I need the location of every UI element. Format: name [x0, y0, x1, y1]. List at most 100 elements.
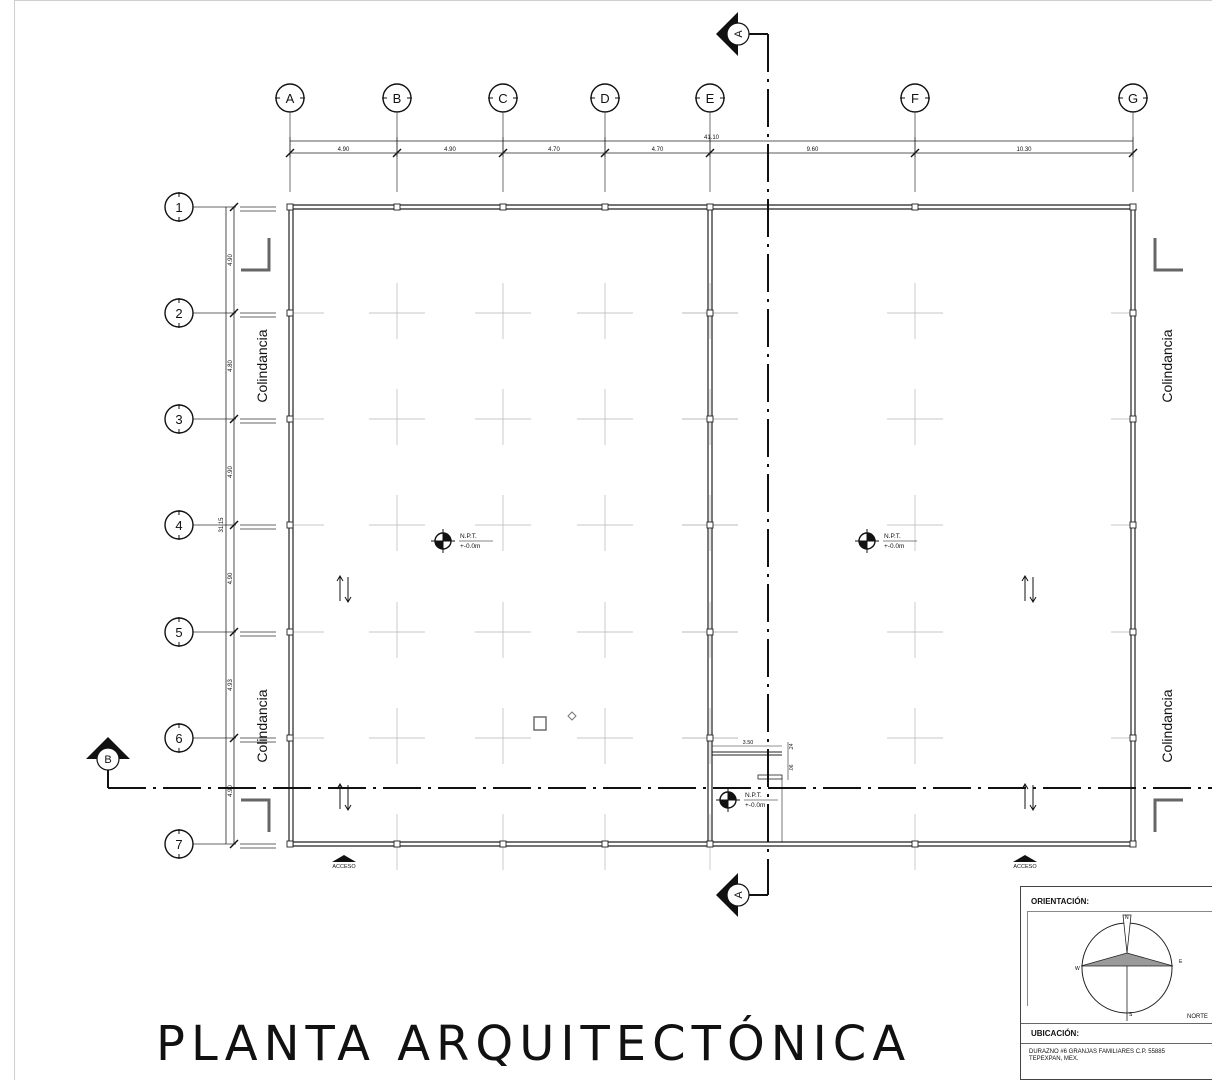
- location-label: UBICACIÓN:: [1031, 1029, 1079, 1038]
- row-dimension-label: 4.80: [228, 360, 234, 372]
- row-dimension-label: 4.90: [228, 254, 234, 266]
- span-dimension-label: 4.90: [444, 147, 456, 153]
- fixture-square: [533, 716, 547, 731]
- circulation-arrow-icon: [344, 577, 352, 603]
- column-axis-label: G: [1128, 91, 1138, 106]
- section-label-b: B: [104, 754, 111, 766]
- column-post: [286, 734, 294, 742]
- circulation-arrow-icon: [1021, 783, 1029, 809]
- dimension-tick: [229, 733, 239, 743]
- row-axis-label: 7: [175, 837, 182, 852]
- address-line-1: DURAZNO #6 GRANJAS FAMILIARES C.P. 55885: [1029, 1049, 1165, 1055]
- address-line-2: TEPEXPAN, MEX.: [1029, 1056, 1079, 1062]
- title-block-divider: [1021, 1043, 1212, 1044]
- column-axis-label: C: [498, 91, 507, 106]
- overall-dimension-label: 31.15: [219, 517, 225, 533]
- boundary-label: Colindancia: [254, 689, 270, 762]
- level-label: N.P.T.: [884, 533, 901, 540]
- row-dimension-label: 4.90: [228, 572, 234, 584]
- dimension-tick: [229, 308, 239, 318]
- column-post: [286, 628, 294, 636]
- boundary-label: Colindancia: [1159, 329, 1175, 402]
- small-dimension-label: 3.50: [743, 740, 754, 746]
- corner-mark: [1153, 238, 1183, 272]
- compass-w-label: W: [1075, 966, 1080, 972]
- small-dimension-label: .24: [789, 743, 795, 750]
- corner-mark: [241, 798, 271, 832]
- level-marker-icon: [867, 533, 875, 541]
- level-value: +-0.0m: [460, 543, 480, 550]
- column-post: [911, 203, 919, 211]
- column-post: [706, 840, 714, 848]
- column-post: [499, 203, 507, 211]
- dimension-tick: [229, 520, 239, 530]
- column-post: [286, 521, 294, 529]
- column-post: [706, 734, 714, 742]
- column-post: [601, 203, 609, 211]
- column-post: [706, 521, 714, 529]
- column-axis-label: F: [911, 91, 919, 106]
- column-post: [499, 840, 507, 848]
- span-dimension-label: 9.60: [807, 147, 819, 153]
- drawing-title: PLANTA ARQUITECTÓNICA: [156, 1016, 912, 1072]
- section-label-a: A: [733, 891, 745, 899]
- column-post: [706, 309, 714, 317]
- span-dimension-label: 4.90: [338, 147, 350, 153]
- access-arrow-icon: [1013, 855, 1037, 862]
- column-post: [706, 415, 714, 423]
- annotations: ColindanciaColindanciaColindanciaColinda…: [241, 238, 1183, 870]
- section-bubble: [726, 22, 750, 46]
- access-label: ACCESO: [1013, 864, 1037, 870]
- column-post: [393, 203, 401, 211]
- level-value: +-0.0m: [745, 802, 765, 809]
- column-post: [1129, 309, 1137, 317]
- boundary-label: Colindancia: [1159, 689, 1175, 762]
- column-post: [286, 415, 294, 423]
- column-post: [286, 309, 294, 317]
- row-axis-label: 3: [175, 412, 182, 427]
- dimension-tick: [229, 414, 239, 424]
- small-dimension-label: .06: [789, 764, 795, 771]
- orientation-label: ORIENTACIÓN:: [1031, 897, 1090, 906]
- level-marker-icon: [435, 541, 443, 549]
- row-axis-label: 2: [175, 306, 182, 321]
- row-dimension-label: 4.90: [228, 785, 234, 797]
- level-marker-icon: [443, 533, 451, 541]
- fixture-diamond: [567, 711, 577, 721]
- row-dimension-label: 4.93: [228, 679, 234, 691]
- column-post: [1129, 628, 1137, 636]
- level-label: N.P.T.: [460, 533, 477, 540]
- circulation-arrow-icon: [336, 575, 344, 601]
- section-lines: A A B: [86, 12, 1212, 917]
- corner-mark: [241, 238, 271, 272]
- column-post: [1129, 521, 1137, 529]
- circulation-arrow-icon: [1029, 577, 1037, 603]
- row-axis-label: 1: [175, 200, 182, 215]
- dimension-tick: [229, 202, 239, 212]
- section-label-a: A: [733, 30, 745, 38]
- level-marker-icon: [859, 541, 867, 549]
- compass-e-label: E: [1179, 959, 1183, 965]
- section-bubble: [726, 883, 750, 907]
- column-post: [1129, 840, 1137, 848]
- column-post: [706, 628, 714, 636]
- span-dimension-label: 4.70: [548, 147, 560, 153]
- level-marker-icon: [728, 792, 736, 800]
- dimension-tick: [229, 839, 239, 849]
- access-arrow-icon: [332, 855, 356, 862]
- circulation-arrow-icon: [1029, 785, 1037, 811]
- title-block: ORIENTACIÓN: N S W E NORTE UBICACIÓN: DU…: [1020, 886, 1212, 1080]
- compass-frame: [1027, 911, 1212, 1006]
- compass-n-label: N: [1125, 915, 1129, 921]
- column-axis-label: E: [706, 91, 715, 106]
- column-axis-label: A: [286, 91, 295, 106]
- door-jamb: [757, 774, 783, 780]
- row-axis-label: 4: [175, 518, 182, 533]
- row-axis-label: 5: [175, 625, 182, 640]
- column-post: [601, 840, 609, 848]
- boundary-label: Colindancia: [254, 329, 270, 402]
- structural-grid: [292, 283, 1131, 870]
